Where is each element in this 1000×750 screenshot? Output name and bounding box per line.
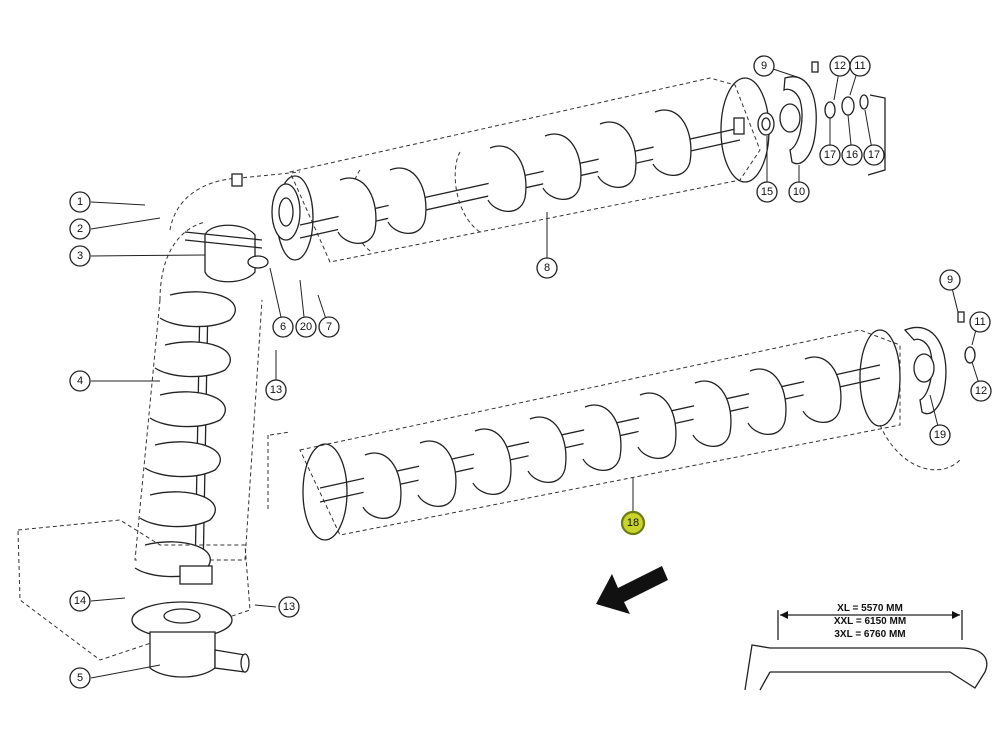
callout-12-upper-label: 12 — [834, 60, 846, 72]
upper-auger-flights — [337, 109, 692, 245]
callout-8-label: 8 — [544, 262, 550, 274]
callout-17-right-label: 17 — [868, 149, 880, 161]
callout-11-upper-label: 11 — [854, 60, 865, 72]
callout-6-label: 6 — [280, 321, 286, 333]
callout-9-upper-label: 9 — [761, 60, 767, 72]
callout-10-label: 10 — [793, 186, 805, 198]
lower-gearbox — [17, 519, 251, 678]
callout-9-lower: 9 — [939, 269, 961, 291]
upper-elbow-housing — [159, 171, 301, 301]
callout-1-label: 1 — [77, 196, 83, 208]
upper-auger-tube — [276, 77, 770, 263]
callout-5: 5 — [69, 667, 91, 689]
callout-5-label: 5 — [77, 672, 83, 684]
callout-10: 10 — [788, 181, 810, 203]
callout-1: 1 — [69, 191, 91, 213]
callout-8: 8 — [536, 257, 558, 279]
callout-12-lower-label: 12 — [975, 385, 987, 397]
dimension-xl: XL = 5570 MM — [837, 603, 903, 614]
callout-7: 7 — [318, 316, 340, 338]
dimension-3xl: 3XL = 6760 MM — [834, 629, 905, 640]
callout-14: 14 — [69, 590, 91, 612]
dimension-xxl: XXL = 6150 MM — [834, 616, 906, 627]
callout-9-upper: 9 — [753, 55, 775, 77]
callout-17-left-label: 17 — [824, 149, 836, 161]
lower-end-hardware — [903, 311, 976, 415]
callout-13-upper: 13 — [265, 379, 287, 401]
upper-end-hardware — [757, 61, 886, 176]
callout-18-label: 18 — [627, 517, 639, 529]
callout-6: 6 — [272, 316, 294, 338]
callout-17-right: 17 — [863, 144, 885, 166]
callout-19: 19 — [929, 424, 951, 446]
callout-20-label: 20 — [300, 321, 312, 333]
travel-direction-arrow — [596, 566, 668, 614]
callout-16-label: 16 — [846, 149, 858, 161]
callout-15-label: 15 — [761, 186, 773, 198]
callout-7-label: 7 — [326, 321, 332, 333]
callout-20: 20 — [295, 316, 317, 338]
callout-15: 15 — [756, 181, 778, 203]
callout-2-label: 2 — [77, 223, 83, 235]
callout-3-label: 3 — [77, 250, 83, 262]
callout-4-label: 4 — [77, 375, 83, 387]
callout-19-label: 19 — [934, 429, 946, 441]
callout-13-lower: 13 — [278, 596, 300, 618]
vertical-auger — [134, 291, 263, 585]
callout-9-lower-label: 9 — [947, 274, 953, 286]
callout-11-lower: 11 — [969, 311, 991, 333]
lower-auger-tube — [267, 329, 961, 541]
callout-4: 4 — [69, 370, 91, 392]
callout-13-lower-label: 13 — [283, 601, 295, 613]
callout-17-left: 17 — [819, 144, 841, 166]
callout-16: 16 — [841, 144, 863, 166]
callout-12-upper: 12 — [829, 55, 851, 77]
lower-auger-flights — [362, 356, 842, 520]
vertical-auger-flights — [134, 291, 236, 578]
callout-13-upper-label: 13 — [270, 384, 282, 396]
callout-11-upper: 11 — [849, 55, 871, 77]
callout-14-label: 14 — [74, 595, 86, 607]
callout-2: 2 — [69, 218, 91, 240]
callout-3: 3 — [69, 245, 91, 267]
callout-12-lower: 12 — [970, 380, 992, 402]
length-dimension-inset: XL = 5570 MM XXL = 6150 MM 3XL = 6760 MM — [744, 603, 988, 691]
callout-18-highlighted[interactable]: 18 — [620, 510, 646, 536]
callout-11-lower-label: 11 — [974, 316, 985, 328]
